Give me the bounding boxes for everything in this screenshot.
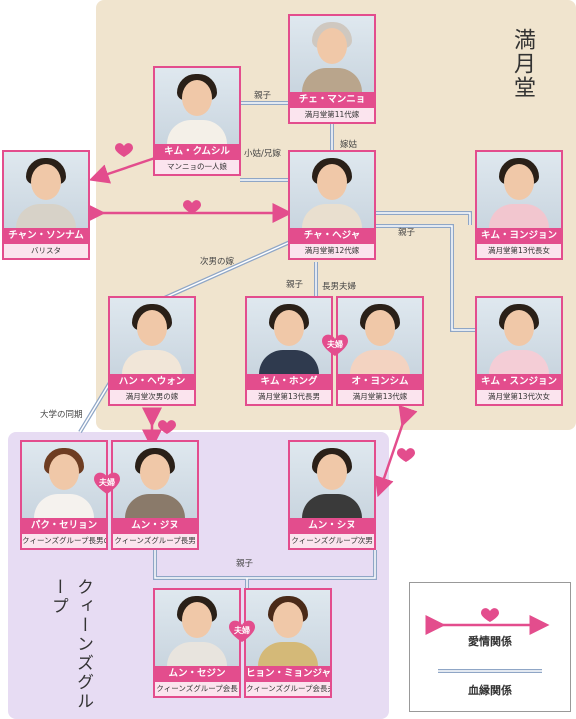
person-card-o-yonsim: オ・ヨンシム 満月堂第13代嫁 xyxy=(336,296,424,406)
person-name: パク・セリョン xyxy=(22,518,106,534)
mangetsu-label: 満月堂 xyxy=(510,28,535,100)
relation-label: 嫁姑 xyxy=(340,140,358,150)
couple-badge-label: 夫婦 xyxy=(327,340,343,349)
relation-label: 親子 xyxy=(236,559,254,569)
person-card-cha-heja: チャ・ヘジャ 満月堂第12代嫁 xyxy=(288,150,376,260)
portrait-photo xyxy=(247,298,331,374)
legend-blood-label: 血縁関係 xyxy=(468,684,512,697)
couple-badge-label: 夫婦 xyxy=(99,478,115,487)
relation-label: 親子 xyxy=(286,280,304,290)
heart-icon xyxy=(94,472,120,494)
person-card-kim-kumsil: キム・クムシル マンニョの一人娘 xyxy=(153,66,241,176)
person-card-che-mannyo: チェ・マンニョ 満月堂第11代嫁 xyxy=(288,14,376,124)
legend-graphics xyxy=(425,608,550,673)
person-card-kim-yonjon: キム・ヨンジョン 満月堂第13代長女 xyxy=(475,150,563,260)
person-name: キム・ヨンジョン xyxy=(477,228,561,244)
portrait-photo xyxy=(110,298,194,374)
person-role: バリスタ xyxy=(4,244,88,258)
portrait-photo xyxy=(290,152,374,228)
portrait-photo xyxy=(4,152,88,228)
person-role: マンニョの一人娘 xyxy=(155,160,239,174)
person-name: ムン・セジン xyxy=(155,666,239,682)
person-name: ムン・シヌ xyxy=(290,518,374,534)
person-card-mun-sejin: ムン・セジン クィーンズグループ会長 xyxy=(153,588,241,698)
person-role: 満月堂第13代次女 xyxy=(477,390,561,404)
portrait-photo xyxy=(155,68,239,144)
person-card-paku-serion: パク・セリョン クィーンズグループ長男の嫁 xyxy=(20,440,108,550)
heart-icon xyxy=(158,420,176,434)
portrait-photo xyxy=(22,442,106,518)
person-name: チャ・ヘジャ xyxy=(290,228,374,244)
legend: 愛情関係 血縁関係 xyxy=(409,582,571,712)
person-name: キム・クムシル xyxy=(155,144,239,160)
portrait-photo xyxy=(290,16,374,92)
person-card-hyon-myonja: ヒョン・ミョンジャ クィーンズグループ会長夫人 xyxy=(244,588,332,698)
person-role: クィーンズグループ会長 xyxy=(155,682,239,696)
portrait-photo xyxy=(477,152,561,228)
person-role: クィーンズグループ長男 xyxy=(113,534,197,548)
couple-badge: 夫婦 xyxy=(94,471,120,495)
couple-badge: 夫婦 xyxy=(229,619,255,643)
person-role: 満月堂次男の嫁 xyxy=(110,390,194,404)
portrait-photo xyxy=(290,442,374,518)
person-role: 満月堂第13代嫁 xyxy=(338,390,422,404)
person-card-mun-sinu: ムン・シヌ クィーンズグループ次男 xyxy=(288,440,376,550)
person-card-mun-jinu: ムン・ジヌ クィーンズグループ長男 xyxy=(111,440,199,550)
person-card-kim-sunjon: キム・スンジョン 満月堂第13代次女 xyxy=(475,296,563,406)
portrait-photo xyxy=(338,298,422,374)
heart-icon xyxy=(322,334,348,356)
person-role: 満月堂第13代長女 xyxy=(477,244,561,258)
person-role: クィーンズグループ次男 xyxy=(290,534,374,548)
heart-icons xyxy=(115,143,415,462)
heart-icon xyxy=(183,200,201,214)
heart-icon xyxy=(397,448,415,462)
person-name: オ・ヨンシム xyxy=(338,374,422,390)
person-role: クィーンズグループ長男の嫁 xyxy=(22,534,106,548)
couple-badge-label: 夫婦 xyxy=(234,626,250,635)
person-card-chan-sonnam: チャン・ソンナム バリスタ xyxy=(2,150,90,260)
relation-label: 次男の嫁 xyxy=(200,257,235,267)
person-name: チャン・ソンナム xyxy=(4,228,88,244)
person-name: キム・スンジョン xyxy=(477,374,561,390)
person-name: チェ・マンニョ xyxy=(290,92,374,108)
portrait-photo xyxy=(246,590,330,666)
relation-label: 親子 xyxy=(254,91,272,101)
person-role: 満月堂第11代嫁 xyxy=(290,108,374,122)
person-card-han-hewon: ハン・ヘウォン 満月堂次男の嫁 xyxy=(108,296,196,406)
legend-love-label: 愛情関係 xyxy=(468,635,512,648)
person-name: ハン・ヘウォン xyxy=(110,374,194,390)
person-name: キム・ホング xyxy=(247,374,331,390)
heart-icon xyxy=(115,143,133,157)
person-card-kim-hong: キム・ホング 満月堂第13代長男 xyxy=(245,296,333,406)
heart-icon xyxy=(481,608,499,622)
portrait-photo xyxy=(477,298,561,374)
relation-label: 親子 xyxy=(398,228,416,238)
person-name: ヒョン・ミョンジャ xyxy=(246,666,330,682)
portrait-photo xyxy=(113,442,197,518)
person-name: ムン・ジヌ xyxy=(113,518,197,534)
relation-label: 小姑/兄嫁 xyxy=(244,149,281,159)
person-role: 満月堂第12代嫁 xyxy=(290,244,374,258)
heart-icon xyxy=(229,620,255,642)
portrait-photo xyxy=(155,590,239,666)
relation-label: 大学の同期 xyxy=(40,410,83,420)
queens-group-label: クィーンズグループ xyxy=(48,578,93,711)
couple-badge: 夫婦 xyxy=(322,333,348,357)
person-role: 満月堂第13代長男 xyxy=(247,390,331,404)
relation-label: 長男夫婦 xyxy=(322,282,357,292)
person-role: クィーンズグループ会長夫人 xyxy=(246,682,330,696)
